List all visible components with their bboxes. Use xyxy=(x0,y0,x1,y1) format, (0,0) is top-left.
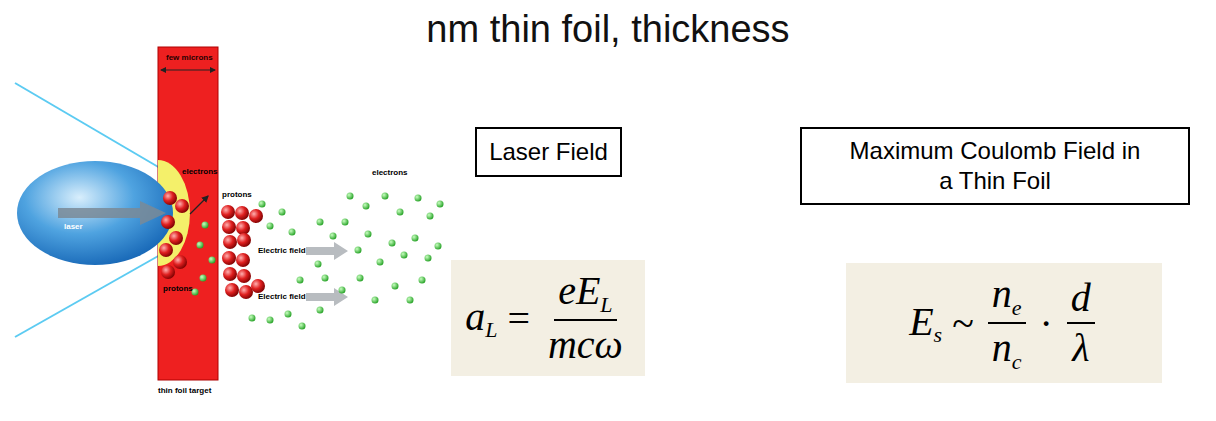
illustration-label: thin foil target xyxy=(158,386,211,396)
illustration-label: protons xyxy=(222,190,252,200)
illustration-label: Electric field xyxy=(258,292,306,302)
formula-panel: aL=eELmcω xyxy=(451,260,645,376)
formula-symbol-group: d xyxy=(1071,275,1091,320)
laser-arrow xyxy=(58,201,166,225)
illustration-label: electrons xyxy=(182,167,218,177)
formula-fraction: eELmcω xyxy=(544,269,627,367)
illustration-label: laser xyxy=(64,222,83,232)
formula-operator: = xyxy=(507,295,530,342)
formula-symbol: eE xyxy=(558,268,600,313)
fraction-numerator: d xyxy=(1067,276,1095,324)
fraction-denominator: λ xyxy=(1068,324,1093,370)
formula-fraction: dλ xyxy=(1067,276,1095,370)
formula-symbol: mcω xyxy=(548,322,623,367)
formula-symbol-group: Es xyxy=(909,298,942,349)
formula-subscript: L xyxy=(485,317,497,342)
title-text: nm thin foil, thickness xyxy=(0,6,1216,52)
box-text: Maximum Coulomb Field in a Thin Foil xyxy=(845,136,1145,196)
proton-spheres xyxy=(159,191,265,299)
formula-subscript: s xyxy=(934,322,943,347)
formula-symbol: a xyxy=(465,294,485,339)
formula-symbol: n xyxy=(992,325,1012,370)
thickness-arrow xyxy=(161,70,215,71)
formula-symbol: λ xyxy=(1072,325,1089,370)
electron-push-arrow xyxy=(190,196,208,214)
fraction-denominator: mcω xyxy=(544,321,627,367)
laser-pulse xyxy=(17,161,173,265)
fraction-numerator: ne xyxy=(988,272,1026,324)
fraction-numerator: eEL xyxy=(554,269,616,321)
formula-symbol-group: mcω xyxy=(548,322,623,367)
formula-symbol: d xyxy=(1071,275,1091,320)
formula-symbol-group: ne xyxy=(992,271,1022,316)
formula-symbol-group: eEL xyxy=(558,268,612,313)
field-label-box: Maximum Coulomb Field in a Thin Foil xyxy=(800,127,1190,205)
fraction-denominator: nc xyxy=(988,324,1026,374)
formula: Es~nenc·dλ xyxy=(909,272,1099,374)
box-text: Laser Field xyxy=(489,137,608,167)
formula-symbol-group: λ xyxy=(1072,325,1089,370)
formula-symbol-group: aL xyxy=(465,293,497,344)
formula-symbol: n xyxy=(992,271,1012,316)
formula-subscript: e xyxy=(1012,295,1022,320)
illustration-label: few microns xyxy=(166,53,213,63)
field-label-box: Laser Field xyxy=(475,127,622,177)
illustration-label: electrons xyxy=(372,168,408,178)
formula-symbol: E xyxy=(909,299,933,344)
formula-subscript: L xyxy=(600,292,612,317)
formula-panel: Es~nenc·dλ xyxy=(846,263,1162,383)
field-arrows xyxy=(306,242,348,306)
formula-operator: ~ xyxy=(952,300,974,347)
formula-fraction: nenc xyxy=(988,272,1026,374)
illustration-label: Electric field xyxy=(258,246,306,256)
formula-symbol-group: nc xyxy=(992,325,1022,370)
electron-dots xyxy=(192,193,444,330)
formula-operator: · xyxy=(1040,300,1053,347)
formula-subscript: c xyxy=(1012,349,1022,374)
formula: aL=eELmcω xyxy=(465,269,631,367)
illustration-label: protons xyxy=(163,284,193,294)
